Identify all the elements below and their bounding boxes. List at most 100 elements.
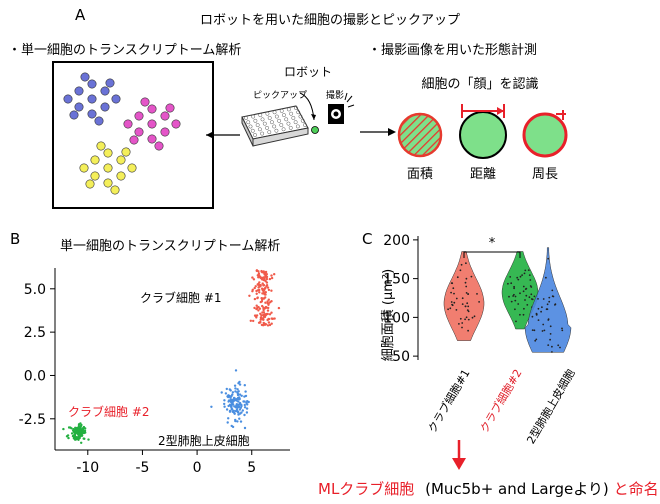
violin-point — [524, 299, 526, 301]
violin-point — [548, 300, 551, 303]
violin-point — [535, 313, 538, 315]
umap-point — [234, 369, 238, 372]
umap-point — [80, 441, 83, 444]
umap-point — [239, 420, 243, 423]
perimeter-cell — [522, 112, 568, 158]
umap-point — [62, 427, 65, 431]
umap-point — [236, 392, 240, 395]
violin-point — [516, 276, 519, 279]
umap-point — [245, 407, 249, 410]
umap-point — [268, 323, 272, 327]
violin-point — [507, 282, 509, 285]
umap-point — [238, 380, 241, 384]
plate-well — [267, 130, 272, 135]
umap-point — [262, 270, 265, 273]
umap-point — [237, 400, 240, 403]
violin-point — [510, 300, 513, 303]
umap-point — [258, 307, 262, 310]
plate-well — [251, 114, 256, 119]
umap-point — [243, 413, 246, 417]
plate-well — [250, 128, 255, 133]
dish-cell — [90, 171, 100, 181]
umap-point — [265, 306, 268, 309]
umap-point — [87, 438, 90, 441]
camera-icon — [328, 92, 355, 124]
umap-point — [223, 405, 226, 408]
violin-point — [552, 295, 555, 298]
violin-point — [478, 301, 480, 303]
umap-point — [258, 288, 261, 292]
umap-point — [81, 427, 84, 430]
umap-point — [264, 275, 267, 278]
umap-point — [270, 274, 273, 277]
umap-point — [225, 408, 229, 411]
violin-point — [561, 329, 564, 332]
dish-cell — [140, 97, 150, 107]
umap-point — [249, 319, 252, 322]
dish-cell — [100, 102, 110, 112]
umap-point — [270, 311, 273, 314]
umap-point — [258, 274, 261, 277]
umap-point — [259, 312, 262, 315]
umap-point — [227, 400, 230, 403]
umap-point — [78, 426, 82, 429]
plate-well — [269, 120, 274, 125]
umap-point — [227, 395, 230, 399]
violin-point — [541, 330, 544, 332]
umap-point — [262, 290, 265, 293]
dish-cell — [134, 111, 144, 121]
violin-point — [513, 287, 515, 290]
umap-point — [260, 300, 264, 303]
dish-cell — [121, 147, 131, 157]
violin-point — [514, 299, 517, 302]
umap-point — [273, 273, 276, 276]
umap-point — [255, 289, 258, 293]
violin-point — [450, 282, 453, 284]
dish-cell — [69, 110, 79, 120]
distance-cell — [459, 111, 507, 159]
violin-point — [464, 281, 467, 284]
significance-mark: * — [489, 236, 496, 251]
umap-point — [224, 392, 228, 395]
umap-point — [262, 292, 266, 295]
dish-cell — [116, 171, 126, 181]
umap-point — [264, 296, 267, 299]
robot-label: ロボット — [284, 65, 332, 79]
umap-point — [231, 410, 234, 413]
dish-cells — [63, 72, 181, 195]
plate-well — [279, 123, 284, 127]
umap-point — [251, 290, 254, 293]
dish-cell — [94, 116, 104, 126]
violin-point — [542, 323, 545, 326]
plate-well — [260, 117, 265, 122]
violin-point — [519, 292, 521, 295]
violin-point — [533, 329, 536, 332]
umap-point — [234, 418, 237, 422]
umap-point — [231, 393, 234, 396]
violin-point — [546, 303, 549, 306]
umap-point — [234, 387, 237, 390]
umap-point — [73, 434, 77, 437]
violin-point — [450, 291, 452, 294]
violin-point — [523, 272, 526, 275]
dish-cell — [87, 94, 97, 104]
dish-cell — [147, 134, 157, 144]
violin-category-2: クラブ細胞#2 — [477, 367, 525, 436]
plate-well — [246, 120, 251, 125]
violin-point — [559, 346, 561, 349]
umap-point — [266, 324, 270, 327]
dish-cell — [63, 94, 73, 104]
violin-point — [535, 338, 538, 341]
violin-point — [523, 307, 525, 310]
plate-well — [279, 108, 284, 113]
umap-point — [257, 270, 260, 273]
picked-cell — [311, 126, 319, 134]
violin-point — [509, 276, 512, 278]
dish-cell — [123, 119, 133, 129]
umap-point — [268, 277, 272, 281]
significance-bracket — [463, 251, 521, 258]
dish-cell — [129, 135, 139, 145]
violin-point — [547, 257, 550, 260]
violin-point — [455, 297, 458, 300]
violin-point — [459, 317, 462, 320]
